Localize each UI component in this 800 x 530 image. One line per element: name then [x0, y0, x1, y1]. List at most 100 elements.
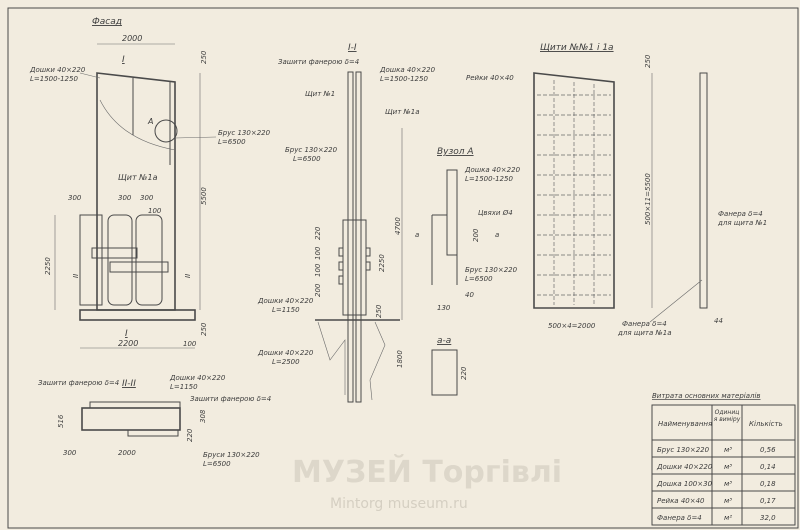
- section-1-shield1: Щит №1: [305, 90, 335, 98]
- section-a-a: a-a 220: [431, 336, 468, 396]
- section-2-dim-308: 308: [199, 409, 207, 423]
- section-1-dim-4700: 4700: [394, 217, 402, 235]
- facade-boards-label: Дошки 40×220: [29, 66, 86, 74]
- section-aa-title: a-a: [437, 336, 451, 346]
- section-mark-2-left: II: [72, 274, 80, 278]
- facade-dim-100b: 100: [148, 207, 162, 215]
- facade-dim-300c: 300: [140, 194, 154, 202]
- table-header-qty: Кількість: [749, 420, 783, 428]
- shields-plywood-1-for: для щита №1: [717, 219, 767, 227]
- node-a-dim-200: 200: [472, 228, 480, 242]
- shields-plywood-1a-for: для щита №1а: [617, 329, 672, 337]
- facade-dim-base: 2250: [44, 257, 52, 275]
- table-cell-unit: м³: [724, 497, 732, 505]
- facade-beam-length: L=6500: [218, 138, 246, 146]
- table-cell-qty: 0,14: [760, 463, 776, 471]
- section-1-dim-200: 200: [314, 283, 322, 297]
- section-2-plywood-left: Зашити фанерою δ=4: [38, 379, 119, 387]
- shields-plywood-1a: Фанера δ=4: [622, 320, 667, 328]
- shields-dim-width: 500×4=2000: [548, 322, 596, 330]
- facade-shield-label: Щит №1а: [118, 173, 158, 182]
- table-header-unit: Одиниця виміру: [713, 409, 741, 423]
- shields-view: Щити №№1 і 1а Рейки 40×40 250 500×11=550…: [466, 43, 767, 337]
- table-cell-qty: 32,0: [760, 514, 776, 522]
- node-a-detail: Вузол А Дошка 40×220 L=1500-1250 Цвяхи Ø…: [415, 147, 521, 312]
- facade-dim-bottom-width: 2200: [118, 339, 138, 348]
- section-2-boards: Дошки 40×220: [169, 374, 226, 382]
- shields-rails: Рейки 40×40: [466, 74, 514, 82]
- section-2-beams: Бруси 130×220: [203, 451, 260, 459]
- facade-dim-300b: 300: [118, 194, 132, 202]
- shields-plywood-1: Фанера δ=4: [718, 210, 763, 218]
- facade-beam-label: Брус 130×220: [218, 129, 271, 137]
- watermark-line1: МУЗЕЙ Торгівлі: [292, 454, 562, 490]
- section-1-boards-b-length: L=2500: [272, 358, 300, 366]
- table-cell-unit: м³: [724, 463, 732, 471]
- table-cell-name: Брус 130×220: [657, 446, 710, 454]
- section-mark-1-bottom: I: [125, 329, 128, 339]
- shields-dim-height: 500×11=5500: [644, 173, 652, 225]
- table-cell-name: Фанера δ=4: [657, 514, 702, 522]
- facade-view: Фасад 2000 I A 250 5500 Дошки 40×220 L=1…: [29, 17, 271, 349]
- section-2-2: II-II Зашити фанерою δ=4 Дошки 40×220 L=…: [38, 374, 271, 468]
- section-1-1: I-I Зашити фанерою δ=4 Дошка 40×220 L=15…: [257, 43, 436, 403]
- node-a-label: A: [147, 117, 153, 126]
- section-1-dim-1800: 1800: [396, 350, 404, 368]
- facade-dim-300a: 300: [68, 194, 82, 202]
- section-1-boards-b: Дошки 40×220: [257, 349, 314, 357]
- node-a-beam: Брус 130×220: [465, 266, 518, 274]
- table-cell-qty: 0,56: [760, 446, 776, 454]
- facade-dim-250b: 250: [200, 322, 208, 336]
- section-2-dim-2000: 2000: [118, 449, 136, 457]
- section-1-board-length: L=1500-1250: [380, 75, 428, 83]
- materials-table-title: Витрата основних матеріалів: [652, 392, 761, 400]
- facade-boards-length: L=1500-1250: [30, 75, 78, 83]
- drawing-frame: [7, 7, 799, 529]
- section-2-beams-length: L=6500: [203, 460, 231, 468]
- node-a-board-length: L=1500-1250: [465, 175, 513, 183]
- node-a-cut-left: a: [415, 231, 419, 239]
- section-1-dim-2250: 2250: [378, 254, 386, 272]
- table-cell-unit: м³: [724, 446, 732, 454]
- node-a-cut-right: a: [495, 231, 499, 239]
- node-a-callout: [154, 119, 178, 143]
- table-cell-qty: 0,18: [760, 480, 776, 488]
- section-1-dim-100b: 100: [314, 263, 322, 277]
- table-cell-name: Дошки 40×220: [656, 463, 713, 471]
- section-mark-1: I: [122, 55, 125, 65]
- section-2-dim-220: 220: [186, 428, 194, 442]
- section-mark-2-right: II: [184, 274, 192, 278]
- facade-dim-width: 2000: [122, 34, 142, 43]
- node-a-title: Вузол А: [437, 147, 474, 157]
- facade-title: Фасад: [92, 17, 122, 27]
- section-1-shield1a: Щит №1а: [385, 108, 420, 116]
- node-a-dim-130: 130: [437, 304, 451, 312]
- section-aa-dim-220: 220: [460, 366, 468, 380]
- node-a-dim-40: 40: [465, 291, 474, 299]
- shield-side-view: [699, 72, 708, 309]
- node-a-nails: Цвяхи Ø4: [478, 209, 513, 217]
- section-1-beam-length: L=6500: [293, 155, 321, 163]
- facade-dim-top: 250: [200, 50, 208, 64]
- section-1-beam: Брус 130×220: [285, 146, 338, 154]
- section-1-boards-a: Дошки 40×220: [257, 297, 314, 305]
- section-2-title: II-II: [122, 379, 136, 389]
- table-cell-name: Дошка 100×30: [656, 480, 713, 488]
- watermark-line2: Mintorg museum.ru: [330, 496, 468, 512]
- section-1-dim-250: 250: [375, 304, 383, 318]
- shield-panel: [533, 72, 615, 309]
- section-1-title: I-I: [348, 43, 357, 53]
- facade-dim-height: 5500: [200, 187, 208, 205]
- table-header-name: Найменування: [658, 420, 712, 428]
- materials-table: Витрата основних матеріалів Найменування…: [651, 392, 796, 526]
- section-2-plywood-right: Зашити фанерою δ=4: [190, 395, 271, 403]
- shields-dim-44: 44: [714, 317, 723, 325]
- facade-base: [79, 309, 196, 321]
- shields-title: Щити №№1 і 1а: [540, 43, 614, 53]
- table-cell-unit: м²: [724, 514, 732, 522]
- section-1-dim-220: 220: [314, 226, 322, 240]
- table-cell-unit: м³: [724, 480, 732, 488]
- section-1-plywood: Зашити фанерою δ=4: [278, 58, 359, 66]
- section-2-boards-length: L=1150: [170, 383, 198, 391]
